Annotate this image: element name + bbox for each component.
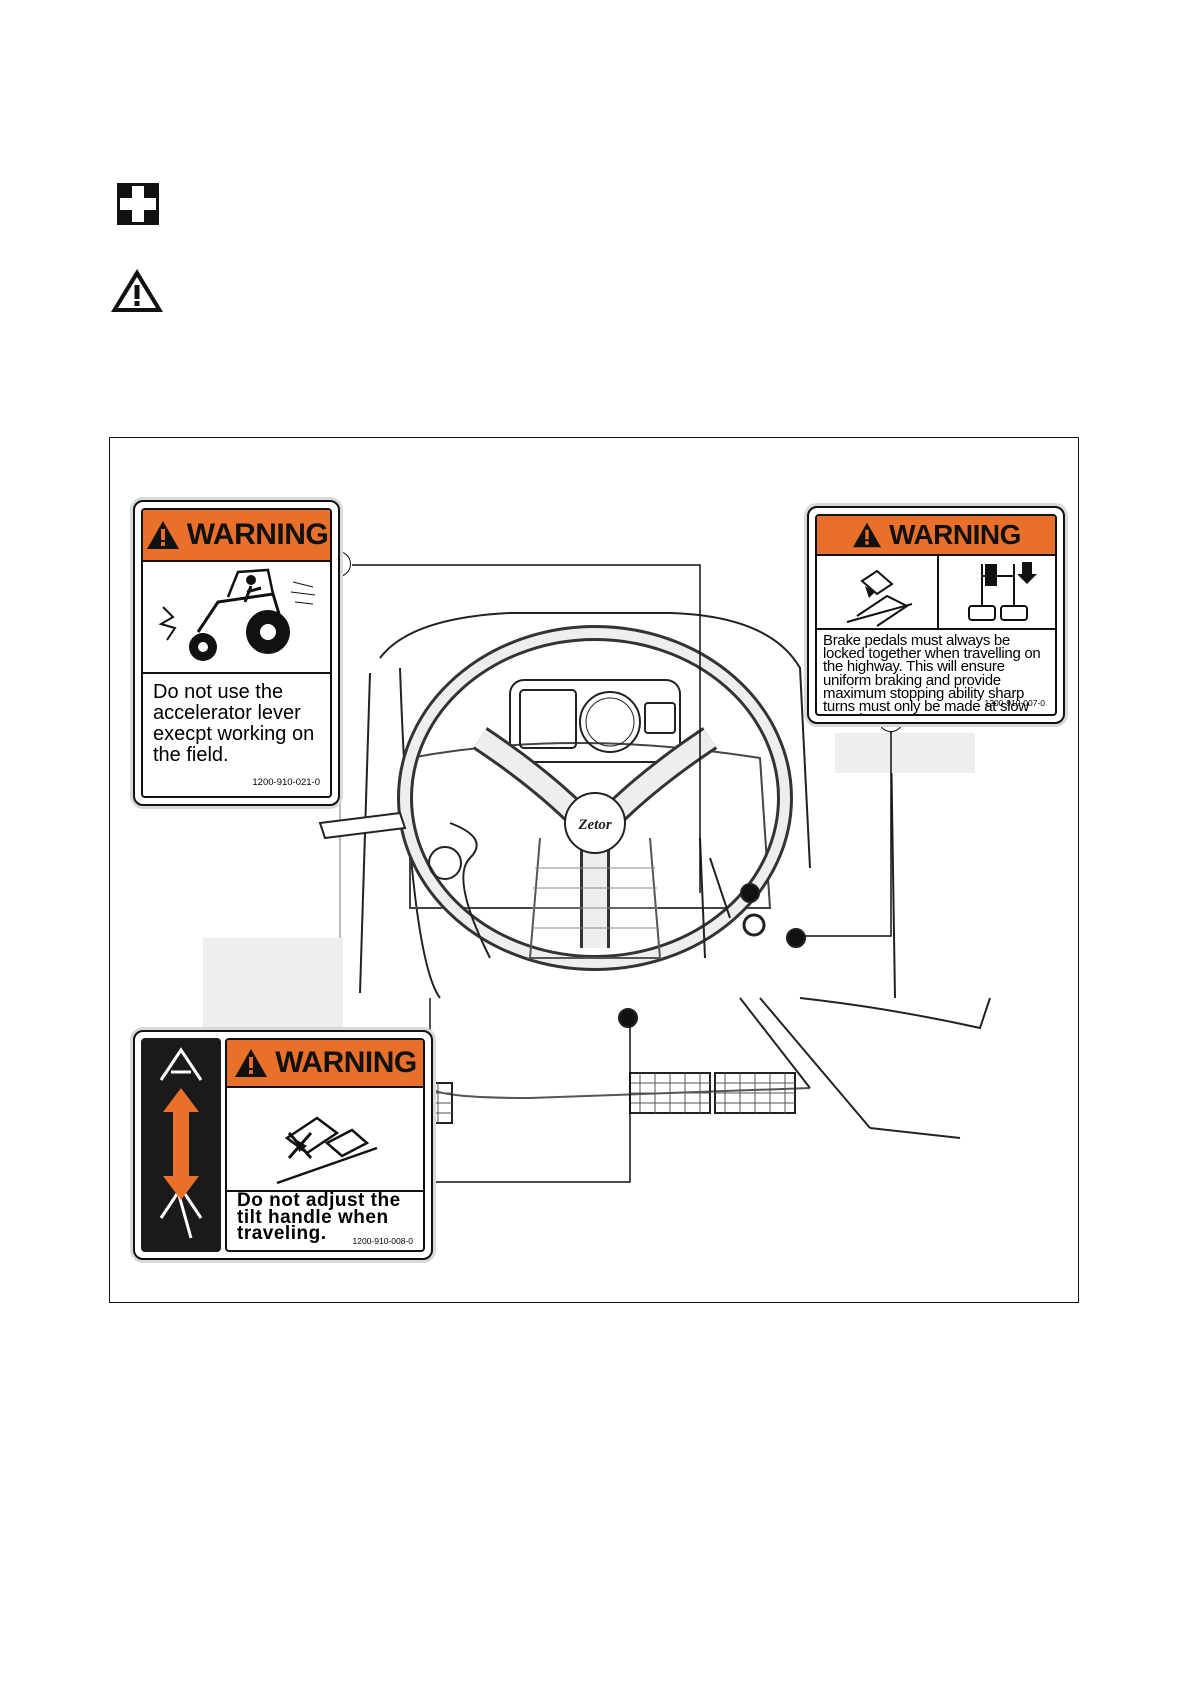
warning-triangle-icon — [146, 521, 179, 549]
tilt-adjust-side-panel — [141, 1038, 221, 1252]
label-code: 1200-910-008-0 — [352, 1236, 414, 1246]
warning-header: WARNING — [227, 1040, 423, 1088]
label-code: 1200-910-007-0 — [984, 698, 1046, 708]
warning-labels-figure: Zetor 1 2 3 WARNING — [109, 437, 1079, 1303]
warning-label-brake-pedals: WARNING — [807, 506, 1065, 724]
warning-text: Brake pedals must always be locked toget… — [823, 632, 1041, 715]
tractor-tipping-pictogram — [143, 562, 330, 674]
warning-triangle-icon — [111, 269, 163, 312]
warning-label-tilt-handle: WARNING Do not adjust the tilt handle wh… — [133, 1030, 433, 1260]
cross-icon — [117, 183, 159, 225]
brand-logo: Zetor — [577, 817, 611, 833]
brake-pictograms — [817, 556, 1055, 630]
warning-triangle-icon — [235, 1049, 268, 1077]
locked-brake-pedals-pictogram — [937, 556, 1055, 628]
warning-triangle-icon — [853, 522, 882, 548]
tractor-cab-illustration: Zetor — [203, 564, 991, 1183]
warning-header: WARNING — [817, 516, 1055, 556]
warning-text: Do not use the accelerator lever execpt … — [153, 681, 315, 766]
warning-label-accelerator: WARNING Do not use — [133, 500, 340, 806]
warning-header: WARNING — [143, 510, 330, 562]
operator-manual-pictogram — [817, 556, 937, 628]
warning-text: Do not adjust the tilt handle when trave… — [237, 1190, 401, 1245]
label-code: 1200-910-021-0 — [252, 777, 320, 788]
tilt-handle-pictogram — [227, 1088, 423, 1192]
